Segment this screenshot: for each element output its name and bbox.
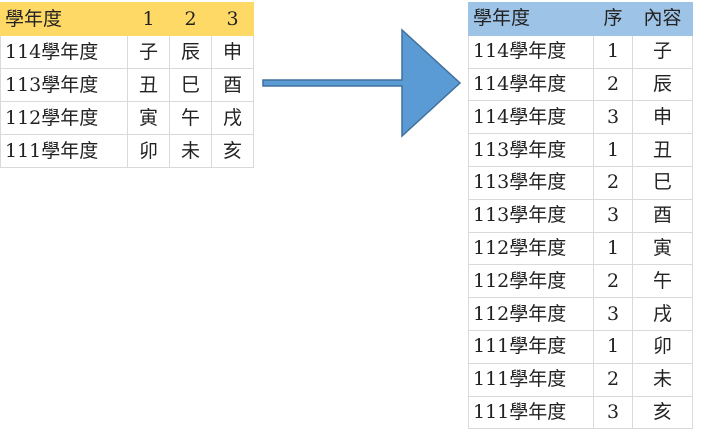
source-branch-cell[interactable]: 酉 (211, 68, 254, 102)
source-branch-cell[interactable]: 子 (127, 35, 170, 69)
source-row: 112學年度 寅 午 戌 (0, 101, 254, 135)
source-branch-cell[interactable]: 申 (211, 35, 254, 69)
result-seq-cell[interactable]: 2 (593, 264, 633, 299)
source-table: 學年度 1 2 3 114學年度 子 辰 申 113學年度 丑 巳 酉 112學… (0, 2, 254, 168)
result-year-cell[interactable]: 112學年度 (468, 231, 594, 266)
source-branch-cell[interactable]: 戌 (211, 101, 254, 135)
result-seq-cell[interactable]: 1 (593, 329, 633, 364)
result-content-cell[interactable]: 申 (632, 100, 693, 135)
source-year-cell[interactable]: 112學年度 (0, 101, 128, 135)
result-content-cell[interactable]: 午 (632, 264, 693, 299)
result-seq-cell[interactable]: 2 (593, 362, 633, 397)
source-branch-cell[interactable]: 未 (169, 134, 212, 168)
result-year-cell[interactable]: 113學年度 (468, 198, 594, 233)
source-branch-cell[interactable]: 午 (169, 101, 212, 135)
right-arrow-icon (262, 28, 462, 138)
result-seq-cell[interactable]: 2 (593, 165, 633, 200)
result-year-cell[interactable]: 111學年度 (468, 395, 594, 430)
result-content-cell[interactable]: 卯 (632, 329, 693, 364)
source-branch-cell[interactable]: 寅 (127, 101, 170, 135)
result-content-cell[interactable]: 辰 (632, 67, 693, 102)
source-header-row: 學年度 1 2 3 (0, 2, 254, 36)
result-header-row: 學年度 序 內容 (468, 2, 693, 36)
result-year-cell[interactable]: 114學年度 (468, 34, 594, 69)
result-seq-cell[interactable]: 3 (593, 100, 633, 135)
result-row: 112學年度 1 寅 (468, 231, 693, 266)
result-year-cell[interactable]: 114學年度 (468, 100, 594, 135)
result-content-cell[interactable]: 丑 (632, 133, 693, 167)
source-year-cell[interactable]: 114學年度 (0, 35, 128, 69)
result-row: 114學年度 1 子 (468, 34, 693, 69)
result-row: 113學年度 3 酉 (468, 198, 693, 233)
result-year-cell[interactable]: 112學年度 (468, 264, 594, 299)
result-year-cell[interactable]: 111學年度 (468, 329, 594, 364)
source-year-cell[interactable]: 113學年度 (0, 68, 128, 102)
result-content-cell[interactable]: 酉 (632, 198, 693, 233)
result-header-year[interactable]: 學年度 (468, 2, 594, 36)
source-branch-cell[interactable]: 巳 (169, 68, 212, 102)
arrow-shape (262, 28, 462, 138)
source-row: 111學年度 卯 未 亥 (0, 134, 254, 168)
result-body: 114學年度 1 子 114學年度 2 辰 114學年度 3 申 113學年度 … (468, 34, 693, 430)
source-header-year[interactable]: 學年度 (0, 2, 128, 36)
result-row: 114學年度 2 辰 (468, 67, 693, 102)
source-branch-cell[interactable]: 辰 (169, 35, 212, 69)
source-header-2[interactable]: 2 (169, 2, 212, 36)
source-row: 113學年度 丑 巳 酉 (0, 68, 254, 102)
result-content-cell[interactable]: 寅 (632, 231, 693, 266)
result-seq-cell[interactable]: 3 (593, 198, 633, 233)
result-row: 114學年度 3 申 (468, 100, 693, 135)
result-content-cell[interactable]: 子 (632, 34, 693, 69)
source-row: 114學年度 子 辰 申 (0, 35, 254, 69)
result-seq-cell[interactable]: 1 (593, 231, 633, 266)
result-content-cell[interactable]: 巳 (632, 165, 693, 200)
source-branch-cell[interactable]: 丑 (127, 68, 170, 102)
source-branch-cell[interactable]: 卯 (127, 134, 170, 168)
result-header-seq[interactable]: 序 (593, 2, 633, 36)
result-seq-cell[interactable]: 2 (593, 67, 633, 102)
result-content-cell[interactable]: 亥 (632, 395, 693, 430)
source-header-1[interactable]: 1 (127, 2, 170, 36)
result-year-cell[interactable]: 112學年度 (468, 297, 594, 331)
source-year-cell[interactable]: 111學年度 (0, 134, 128, 168)
result-header-content[interactable]: 內容 (632, 2, 693, 36)
result-table: 學年度 序 內容 114學年度 1 子 114學年度 2 辰 114學年度 3 … (468, 2, 693, 430)
source-branch-cell[interactable]: 亥 (211, 134, 254, 168)
source-header-3[interactable]: 3 (211, 2, 254, 36)
result-row: 113學年度 2 巳 (468, 165, 693, 200)
result-year-cell[interactable]: 111學年度 (468, 362, 594, 397)
result-content-cell[interactable]: 戌 (632, 297, 693, 331)
result-content-cell[interactable]: 未 (632, 362, 693, 397)
result-seq-cell[interactable]: 1 (593, 133, 633, 167)
result-row: 111學年度 2 未 (468, 362, 693, 397)
result-row: 111學年度 3 亥 (468, 395, 693, 430)
result-row: 112學年度 2 午 (468, 264, 693, 299)
result-row: 111學年度 1 卯 (468, 329, 693, 364)
result-year-cell[interactable]: 113學年度 (468, 133, 594, 167)
result-year-cell[interactable]: 114學年度 (468, 67, 594, 102)
result-year-cell[interactable]: 113學年度 (468, 165, 594, 200)
result-seq-cell[interactable]: 3 (593, 297, 633, 331)
result-row: 112學年度 3 戌 (468, 297, 693, 331)
result-seq-cell[interactable]: 1 (593, 34, 633, 69)
result-seq-cell[interactable]: 3 (593, 395, 633, 430)
result-row: 113學年度 1 丑 (468, 133, 693, 167)
